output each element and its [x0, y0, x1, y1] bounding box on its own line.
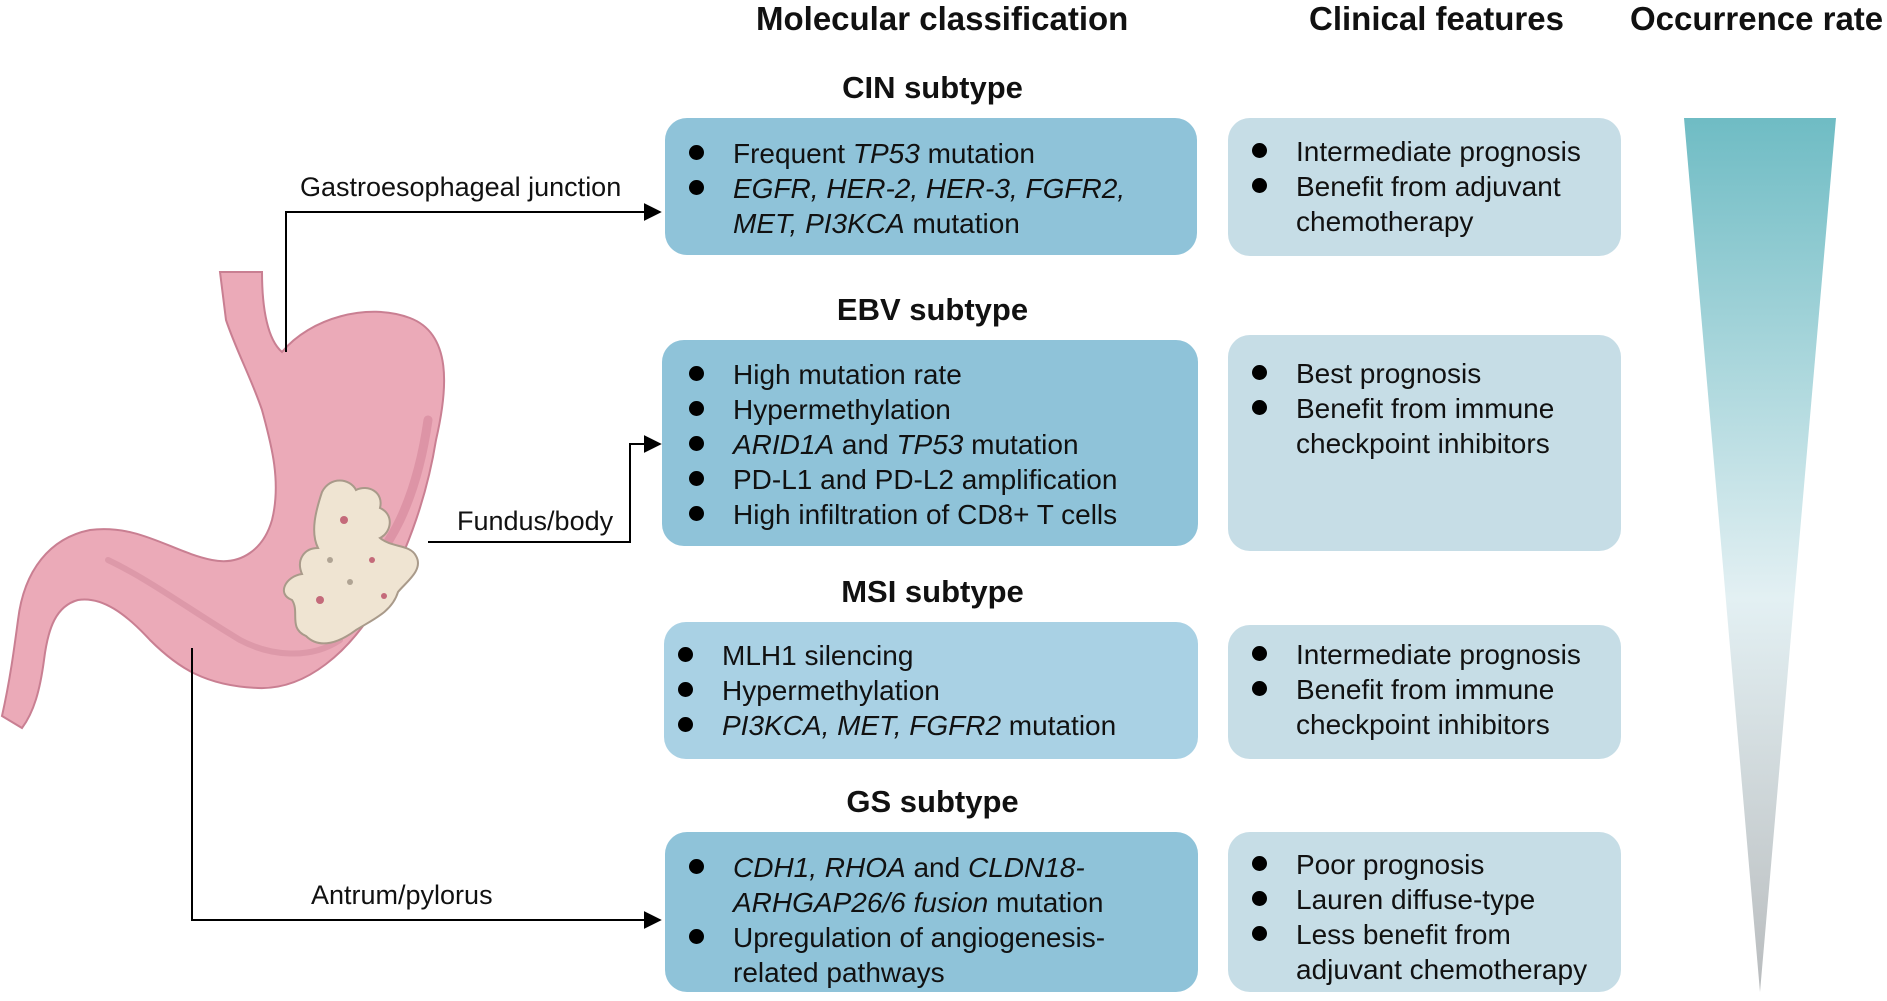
bullet-item: Intermediate prognosis — [1250, 134, 1609, 169]
tumor-icon — [282, 479, 419, 645]
bullet-item: High mutation rate — [687, 357, 1178, 392]
bullet-item: Less benefit from adjuvant chemotherapy — [1250, 917, 1609, 987]
bullet-item: PI3KCA, MET, FGFR2 mutation — [676, 708, 1178, 743]
bullet-item: High infiltration of CD8+ T cells — [687, 497, 1178, 532]
bullet-item: Intermediate prognosis — [1250, 637, 1609, 672]
bullet-item: ARID1A and TP53 mutation — [687, 427, 1178, 462]
bullet-item: CDH1, RHOA and CLDN18-ARHGAP26/6 fusion … — [687, 850, 1178, 920]
bullet-item: PD-L1 and PD-L2 amplification — [687, 462, 1178, 497]
bullet-item: Benefit from immune checkpoint inhibitor… — [1250, 391, 1609, 461]
subtype-title-gs: GS subtype — [846, 784, 1019, 819]
subtype-title-cin: CIN subtype — [842, 70, 1023, 105]
connector-fundus — [428, 435, 662, 543]
subtype-title-ebv: EBV subtype — [836, 292, 1029, 327]
header-occurrence-rate: Occurrence rate — [1630, 0, 1884, 37]
label-fundus-body: Fundus/body — [457, 506, 614, 536]
molecular-box-gs: CDH1, RHOA and CLDN18-ARHGAP26/6 fusion … — [665, 832, 1198, 992]
bullet-item: Hypermethylation — [687, 392, 1178, 427]
header-molecular-classification: Molecular classification — [756, 0, 1129, 37]
bullet-item: Benefit from adjuvant chemotherapy — [1250, 169, 1609, 239]
molecular-list-gs: CDH1, RHOA and CLDN18-ARHGAP26/6 fusion … — [687, 850, 1178, 990]
bullet-item: EGFR, HER-2, HER-3, FGFR2, MET, PI3KCA m… — [687, 171, 1177, 241]
connector-antrum — [191, 648, 662, 929]
bullet-item: Hypermethylation — [676, 673, 1178, 708]
label-antrum-pylorus: Antrum/pylorus — [311, 880, 493, 910]
subtype-title-msi: MSI subtype — [841, 574, 1024, 609]
occurrence-rate-wedge — [1684, 118, 1836, 992]
connector-gej — [285, 203, 662, 352]
label-gastroesophageal-junction: Gastroesophageal junction — [300, 172, 622, 202]
bullet-item: MLH1 silencing — [676, 638, 1178, 673]
bullet-item: Upregulation of angiogenesis-related pat… — [687, 920, 1178, 990]
bullet-item: Best prognosis — [1250, 356, 1609, 391]
bullet-item: Benefit from immune checkpoint inhibitor… — [1250, 672, 1609, 742]
header-clinical-features: Clinical features — [1309, 0, 1564, 37]
bullet-item: Lauren diffuse-type — [1250, 882, 1609, 917]
bullet-item: Poor prognosis — [1250, 847, 1609, 882]
bullet-item: Frequent TP53 mutation — [687, 136, 1177, 171]
